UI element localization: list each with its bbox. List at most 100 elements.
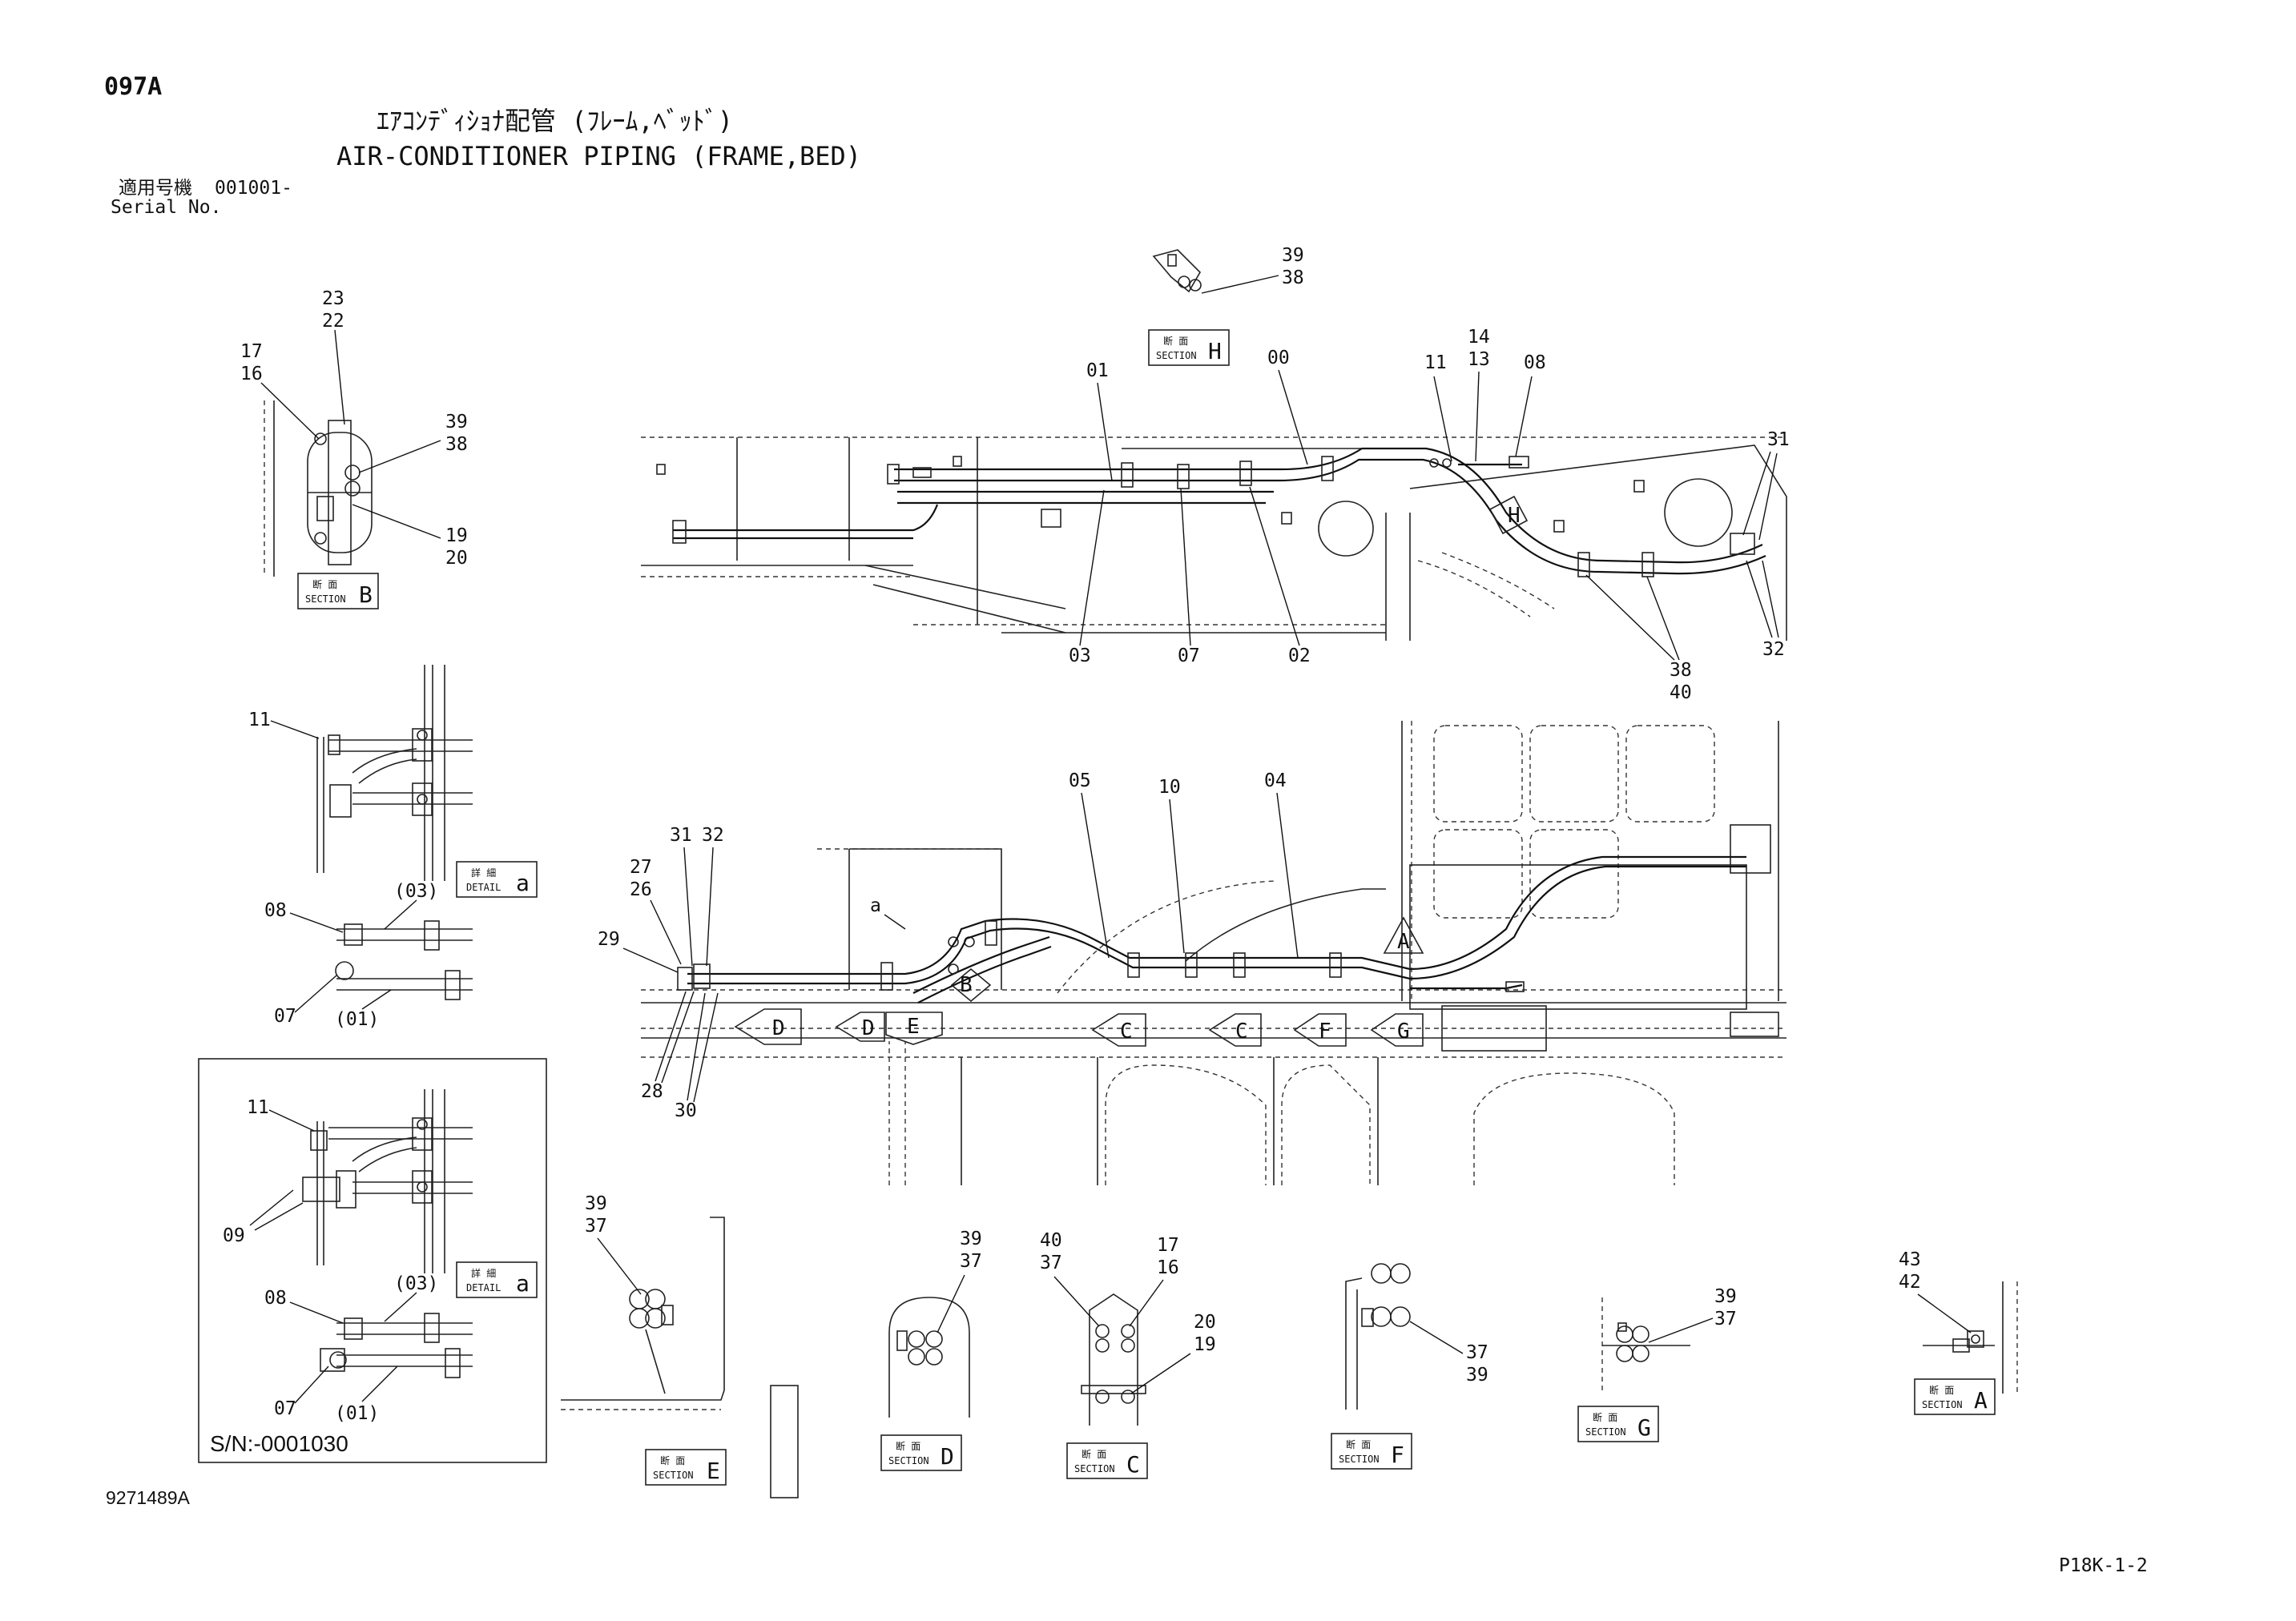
callout: 19 xyxy=(445,525,468,546)
callout: 39 xyxy=(960,1229,982,1249)
view-marker-a: A xyxy=(1383,916,1424,954)
callout: 28 xyxy=(641,1081,663,1102)
svg-text:断 面: 断 面 xyxy=(1929,1384,1954,1396)
callout: 37 xyxy=(960,1251,982,1272)
lower-piping xyxy=(677,855,1746,1004)
detail-a-view-1 xyxy=(316,665,473,1000)
svg-text:断 面: 断 面 xyxy=(1593,1411,1617,1423)
svg-text:詳 細: 詳 細 xyxy=(471,1267,496,1279)
upper-frame-outline xyxy=(641,436,1787,641)
callout: 04 xyxy=(1264,770,1287,791)
drawing-number: 9271489A xyxy=(106,1487,191,1508)
view-marker-c: C xyxy=(1091,1013,1146,1047)
section-h-view xyxy=(1152,249,1202,293)
section-b-tag: 断 面 SECTION B xyxy=(297,573,379,609)
view-marker-g: G xyxy=(1370,1013,1424,1047)
callout: 20 xyxy=(1194,1312,1216,1333)
svg-text:E: E xyxy=(707,1458,720,1484)
callout: 32 xyxy=(1762,639,1785,660)
callout: 08 xyxy=(264,900,287,921)
view-marker-c: C xyxy=(1208,1013,1262,1047)
view-marker-f: F xyxy=(1293,1013,1347,1047)
svg-text:F: F xyxy=(1391,1442,1404,1468)
svg-text:DETAIL: DETAIL xyxy=(466,882,501,893)
callout: 31 xyxy=(1767,429,1790,450)
svg-text:C: C xyxy=(1235,1020,1248,1044)
view-marker-e: E xyxy=(885,1012,943,1045)
callout: 11 xyxy=(247,1097,269,1118)
callout: 07 xyxy=(274,1006,296,1027)
callout: 11 xyxy=(1424,352,1447,373)
callout: 08 xyxy=(1524,352,1546,373)
serial-value: 001001- xyxy=(215,178,292,199)
callout: 09 xyxy=(223,1225,245,1246)
svg-text:断 面: 断 面 xyxy=(1082,1448,1106,1460)
callout: 01 xyxy=(1086,360,1109,381)
upper-piping xyxy=(672,447,1766,577)
section-g-view xyxy=(1601,1297,1690,1394)
svg-text:DETAIL: DETAIL xyxy=(466,1282,501,1293)
section-c-view xyxy=(1081,1293,1146,1426)
callout: 08 xyxy=(264,1288,287,1309)
svg-text:SECTION: SECTION xyxy=(653,1470,694,1481)
callout: 14 xyxy=(1468,327,1490,348)
svg-text:A: A xyxy=(1974,1387,1988,1414)
callout: 00 xyxy=(1267,348,1290,368)
callout: 05 xyxy=(1069,770,1091,791)
svg-text:a: a xyxy=(516,870,530,896)
detail-reference-a: a xyxy=(870,895,881,916)
svg-text:A: A xyxy=(1397,930,1410,954)
callout: 32 xyxy=(702,825,724,846)
callout: (01) xyxy=(335,1009,379,1030)
callout: 39 xyxy=(445,412,468,432)
serial-label-jp: 適用号機 xyxy=(119,178,192,199)
section-b-view xyxy=(264,400,373,577)
detail-a-view-2 xyxy=(302,1089,473,1378)
callout: 37 xyxy=(1466,1342,1488,1363)
callout: 38 xyxy=(1670,660,1692,681)
callout: 31 xyxy=(670,825,692,846)
svg-text:G: G xyxy=(1397,1020,1410,1044)
svg-text:D: D xyxy=(772,1016,785,1040)
serial-variant-box xyxy=(198,1058,547,1463)
callout: 22 xyxy=(322,311,344,332)
callout: 38 xyxy=(1282,267,1304,288)
callout: 26 xyxy=(630,879,652,900)
svg-text:a: a xyxy=(516,1270,530,1297)
svg-text:断 面: 断 面 xyxy=(1163,335,1188,347)
callout: 38 xyxy=(445,434,468,455)
svg-text:断 面: 断 面 xyxy=(1346,1438,1371,1450)
callout: 17 xyxy=(1157,1235,1179,1256)
callout: (01) xyxy=(335,1403,379,1424)
svg-text:断 面: 断 面 xyxy=(660,1454,685,1466)
callout: 23 xyxy=(322,288,344,309)
callout: 39 xyxy=(1466,1365,1488,1386)
callout: 30 xyxy=(675,1100,697,1121)
callout: 37 xyxy=(585,1216,607,1237)
svg-text:断 面: 断 面 xyxy=(312,578,337,590)
callout: 11 xyxy=(248,710,271,730)
callout: 16 xyxy=(240,364,263,384)
section-d-tag: 断 面 SECTION D xyxy=(880,1434,962,1471)
svg-text:SECTION: SECTION xyxy=(1156,350,1197,361)
callout: 43 xyxy=(1899,1249,1921,1270)
page-code: 097A xyxy=(104,73,162,101)
serial-label-en: Serial No. xyxy=(111,197,221,218)
svg-text:SECTION: SECTION xyxy=(888,1455,929,1466)
callout: 07 xyxy=(274,1398,296,1419)
section-a-tag: 断 面 SECTION A xyxy=(1914,1378,1996,1415)
svg-text:SECTION: SECTION xyxy=(1585,1426,1626,1438)
svg-text:F: F xyxy=(1319,1020,1331,1044)
svg-text:C: C xyxy=(1120,1020,1133,1044)
callout: 13 xyxy=(1468,349,1490,370)
callout: 39 xyxy=(1714,1286,1737,1307)
section-c-tag: 断 面 SECTION C xyxy=(1066,1442,1148,1479)
callout: 37 xyxy=(1714,1309,1737,1329)
callout: 27 xyxy=(630,857,652,878)
section-e-view xyxy=(561,1217,799,1498)
lower-frame-outline xyxy=(641,721,1786,1185)
section-a-view xyxy=(1923,1281,2018,1394)
callout: (03) xyxy=(394,881,438,902)
svg-text:C: C xyxy=(1126,1451,1140,1478)
